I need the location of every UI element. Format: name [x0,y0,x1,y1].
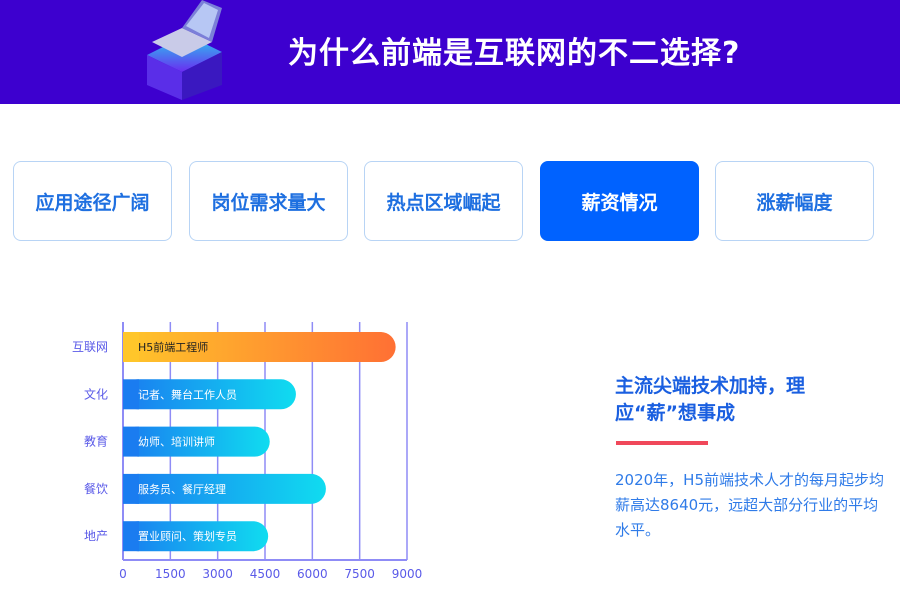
bar-label: H5前端工程师 [138,340,208,354]
salary-bar-chart: 0 1500 3000 4500 6000 7500 9000 H5前端工程师 互联网记者、舞台… [72,322,423,581]
laptop-isometric-icon [147,0,222,100]
x-tick-label: 9000 [392,567,423,581]
category-label: 文化 [84,386,108,401]
bar-4 [123,473,326,504]
bar-label: 记者、舞台工作人员 [138,387,237,401]
tab-4[interactable]: 薪资情况 [540,161,699,241]
x-tick-label: 3000 [202,567,233,581]
bar-base [123,521,139,552]
category-label: 互联网 [72,340,108,354]
x-tick-label: 4500 [250,567,281,581]
side-heading: 主流尖端技术加持，理应“薪”想事成 [615,375,806,424]
header-banner: 为什么前端是互联网的不二选择? [0,0,900,104]
bar-label: 置业顾问、策划专员 [138,529,237,543]
bar-1 [123,332,396,362]
tab-5[interactable]: 涨薪幅度 [715,161,874,241]
bar-base [123,426,139,457]
category-label: 餐饮 [84,481,108,496]
accent-divider [616,441,708,445]
bar-label: 幼师、培训讲师 [138,435,215,449]
x-tick-label: 0 [119,567,127,581]
page-title: 为什么前端是互联网的不二选择? [288,36,741,71]
tab-2[interactable]: 岗位需求量大 [189,161,348,241]
bar-base [123,332,139,362]
side-description: 2020年，H5前端技术人才的每月起步均薪高达8640元，远超大部分行业的平均水… [615,471,884,539]
x-tick-label: 1500 [155,567,186,581]
bar-label: 服务员、餐厅经理 [138,482,226,496]
tab-1[interactable]: 应用途径广阔 [13,161,172,241]
category-label: 地产 [84,529,108,543]
bar-3 [123,426,270,457]
tab-3[interactable]: 热点区域崛起 [364,161,523,241]
bar-base [123,473,139,504]
x-tick-label: 6000 [297,567,328,581]
bar-5 [123,521,269,552]
x-tick-label: 7500 [344,567,375,581]
category-label: 教育 [84,434,108,449]
bar-2 [123,379,296,410]
bar-base [123,379,139,410]
